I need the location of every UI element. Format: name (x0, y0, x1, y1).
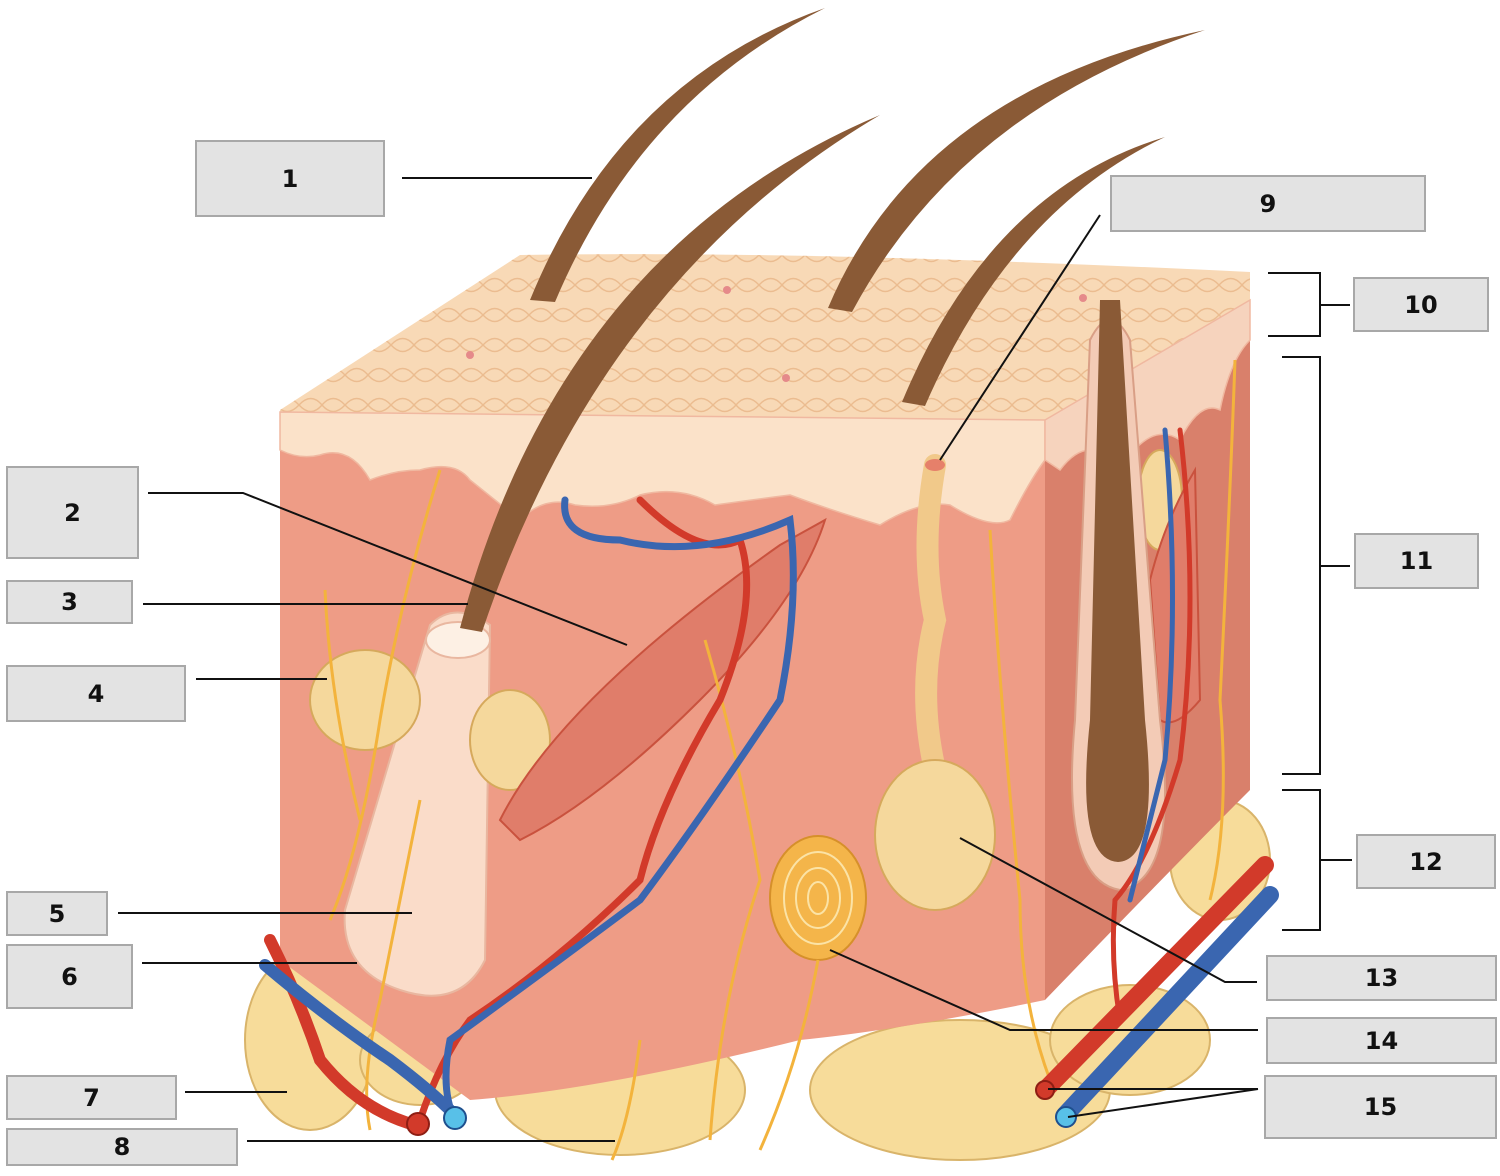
epidermis-front (279, 411, 1046, 526)
label-box-5[interactable]: 5 (6, 891, 108, 936)
label-box-7[interactable]: 7 (6, 1075, 177, 1120)
label-box-13[interactable]: 13 (1266, 955, 1497, 1001)
label-box-14[interactable]: 14 (1266, 1017, 1497, 1064)
sweat-gland-coil (874, 759, 996, 911)
hair-shafts (460, 8, 1205, 632)
label-box-2[interactable]: 2 (6, 466, 139, 559)
sebaceous-gland (309, 449, 1183, 791)
label-box-12[interactable]: 12 (1356, 834, 1496, 889)
sweat-gland-duct (915, 454, 951, 801)
label-box-9[interactable]: 9 (1110, 175, 1426, 232)
label-box-4[interactable]: 4 (6, 665, 186, 722)
leader-lines (118, 177, 1352, 1142)
label-box-15[interactable]: 15 (1264, 1075, 1497, 1139)
blood-vessels (259, 427, 1279, 1131)
label-box-3[interactable]: 3 (6, 580, 133, 624)
nerve-fibers (323, 359, 1237, 1161)
lamellated-corpuscle (769, 835, 867, 961)
label-box-1[interactable]: 1 (195, 140, 385, 217)
label-box-6[interactable]: 6 (6, 944, 133, 1009)
label-box-8[interactable]: 8 (6, 1128, 238, 1166)
label-box-10[interactable]: 10 (1353, 277, 1489, 332)
label-box-11[interactable]: 11 (1354, 533, 1479, 589)
